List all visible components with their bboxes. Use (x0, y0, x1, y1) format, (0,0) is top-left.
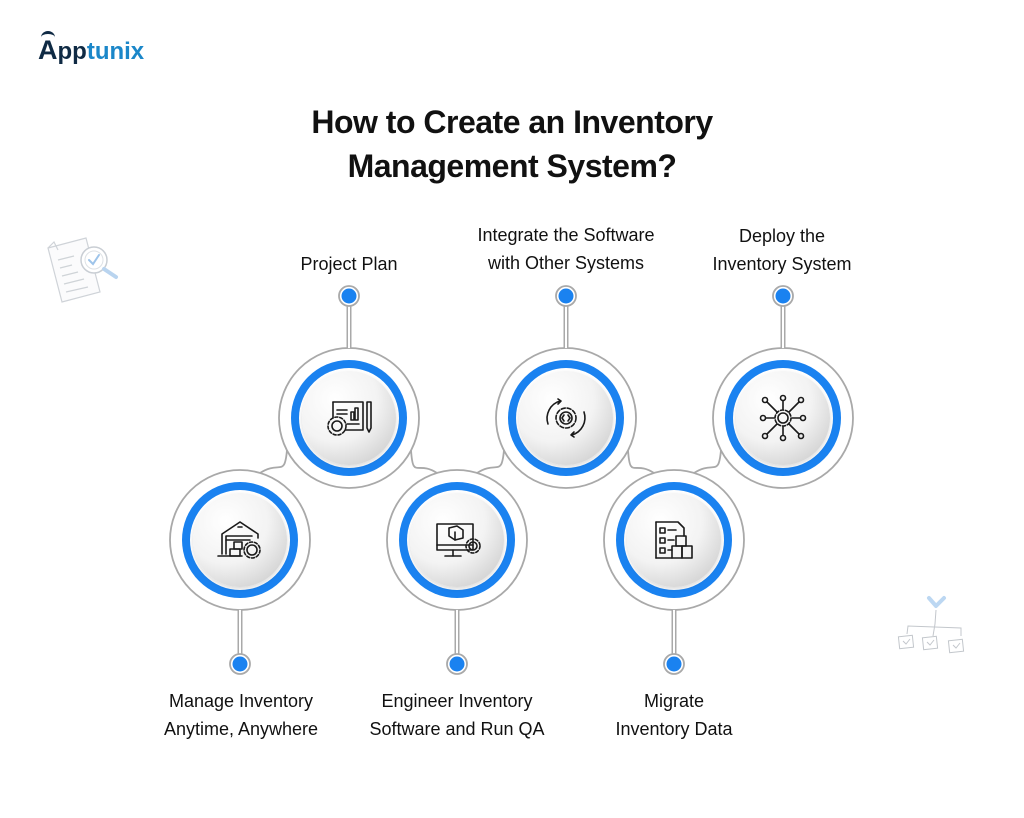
step-dot (666, 656, 682, 672)
step-circle-plan (285, 354, 413, 482)
step-circle-manage (176, 476, 304, 604)
connector-bridge (410, 449, 438, 474)
step-label-manage: Manage Inventory Anytime, Anywhere (163, 691, 319, 739)
page-title: How to Create an Inventory Management Sy… (212, 100, 812, 188)
warehouse-gear-icon (217, 521, 261, 559)
title-line-1: How to Create an Inventory (311, 104, 713, 140)
checklist-boxes-icon (655, 521, 693, 559)
logo-letter-a: A (38, 31, 58, 65)
step-label-migrate: Migrate Inventory Data (615, 691, 733, 739)
connector-bridge (693, 449, 722, 474)
circle-face (302, 371, 396, 465)
logo-text-dark: pp (57, 38, 87, 65)
circle-face (519, 371, 613, 465)
title-line-2: Management System? (347, 148, 677, 184)
step-circle-deploy (719, 354, 847, 482)
step-dot (449, 656, 465, 672)
logo-text-light: tunix (86, 38, 145, 65)
step-circle-integrate (502, 354, 630, 482)
network-gear-icon (759, 394, 807, 442)
project-plan-icon (327, 401, 372, 436)
step-circle-engineer (393, 476, 521, 604)
step-label-engineer: Engineer Inventory Software and Run QA (369, 691, 545, 739)
step-label-deploy: Deploy the Inventory System (712, 226, 852, 274)
step-label-integrate: Integrate the Software with Other System… (477, 225, 655, 273)
step-circle-migrate (610, 476, 738, 604)
hierarchy-checklist-icon (897, 596, 965, 654)
connector-bridge (259, 449, 288, 474)
step-label-plan: Project Plan (300, 254, 398, 274)
step-dot (775, 288, 791, 304)
step-dot (232, 656, 248, 672)
step-dot (341, 288, 357, 304)
code-gear-cycle-icon (546, 398, 586, 438)
connector-bridge (476, 449, 505, 474)
document-search-icon (47, 237, 118, 303)
step-dot (558, 288, 574, 304)
monitor-box-gear-icon (436, 523, 481, 557)
connector-bridge (627, 449, 655, 474)
circle-face (736, 371, 830, 465)
